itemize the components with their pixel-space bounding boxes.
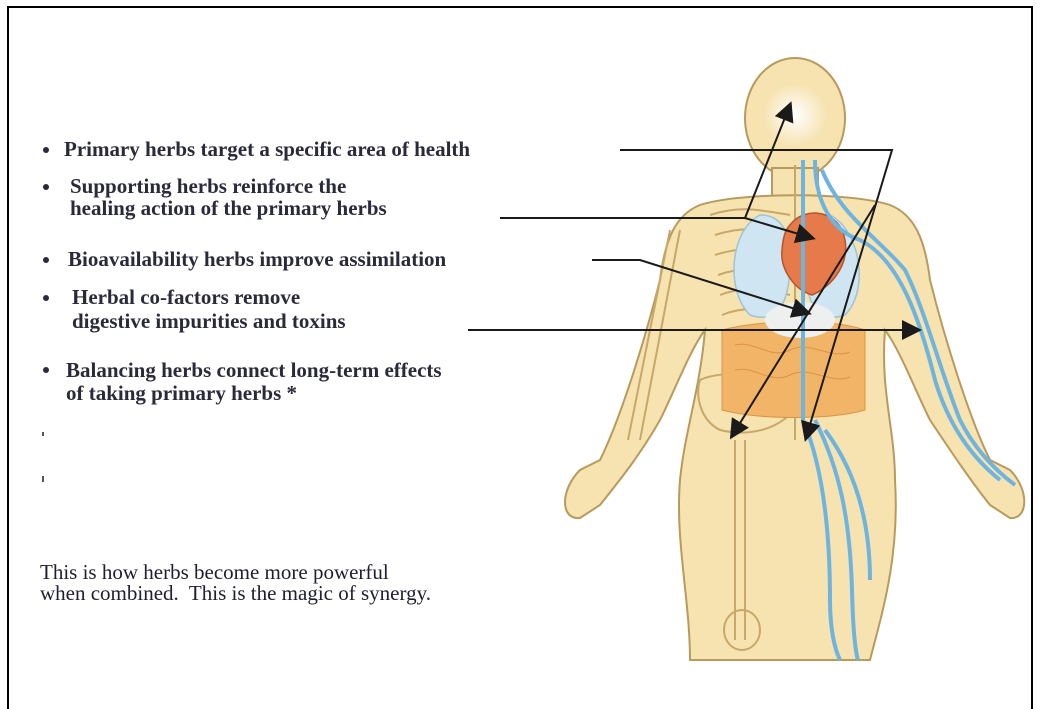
head-glow <box>763 83 827 147</box>
bullet-balancing-herbs-line1: Balancing herbs connect long-term effect… <box>66 360 442 381</box>
bullet-dot <box>43 257 49 263</box>
bullet-dot <box>43 147 49 153</box>
stray-mark <box>42 432 44 436</box>
bullet-dot <box>43 295 49 301</box>
bullet-primary-herbs: Primary herbs target a specific area of … <box>64 139 470 160</box>
bullet-supporting-herbs-line2: healing action of the primary herbs <box>70 198 387 219</box>
bullet-herbal-cofactors-line1: Herbal co-factors remove <box>72 287 300 308</box>
synergy-caption-line2: when combined. This is the magic of syne… <box>40 581 431 605</box>
bullet-supporting-herbs-line1: Supporting herbs reinforce the <box>70 176 346 197</box>
bullet-bioavailability-herbs: Bioavailability herbs improve assimilati… <box>68 249 446 270</box>
bullet-balancing-herbs-line2: of taking primary herbs * <box>66 383 297 404</box>
stomach <box>765 302 835 338</box>
bullet-dot <box>43 367 49 373</box>
bullet-dot <box>43 184 49 190</box>
synergy-caption: This is how herbs become more powerful w… <box>40 562 431 604</box>
stray-mark <box>42 476 44 482</box>
bullet-herbal-cofactors-line2: digestive impurities and toxins <box>72 311 346 332</box>
